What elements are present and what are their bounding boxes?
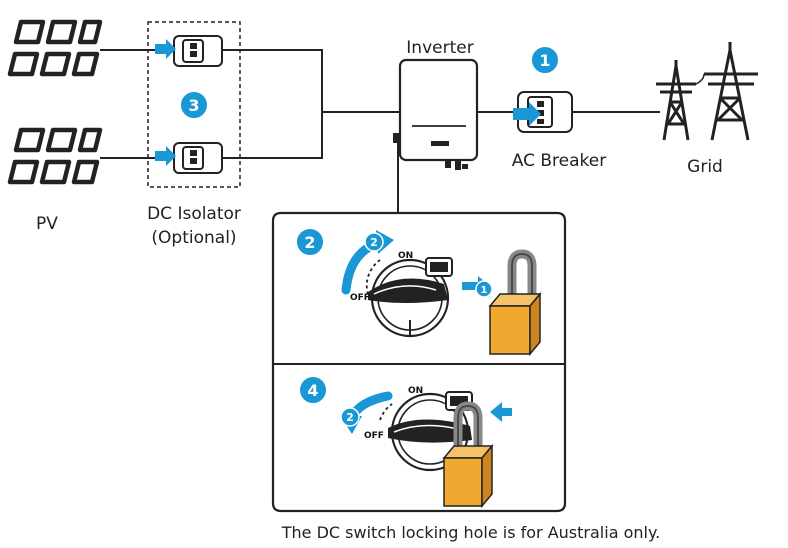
ac-breaker-label: AC Breaker <box>512 151 606 171</box>
padlock-icon <box>442 401 494 509</box>
svg-text:2: 2 <box>370 236 378 249</box>
svg-text:3: 3 <box>188 96 199 115</box>
breaker-icon <box>155 142 223 174</box>
inverter-unit <box>393 58 479 170</box>
svg-text:4: 4 <box>307 381 318 400</box>
step-badge-4: 4 <box>298 375 328 405</box>
solar-panel-icon <box>7 127 103 185</box>
insert-arrow-icon <box>490 402 512 422</box>
grid-label: Grid <box>687 157 723 177</box>
svg-text:2: 2 <box>346 411 354 424</box>
step-badge-2: 2 <box>295 227 325 257</box>
svg-text:1: 1 <box>539 51 550 70</box>
off-label: OFF <box>350 293 370 303</box>
svg-text:1: 1 <box>481 285 488 296</box>
padlock-icon <box>488 249 542 357</box>
on-label: ON <box>398 251 413 261</box>
dc-switch-knob <box>365 257 453 338</box>
svg-text:2: 2 <box>304 233 315 252</box>
footnote: The DC switch locking hole is for Austra… <box>281 523 660 542</box>
dc-isolator-box <box>147 21 241 188</box>
dc-isolator-label: DC Isolator <box>147 204 241 224</box>
rotate-arrow-icon: 2 <box>340 391 393 434</box>
wiring <box>100 49 660 213</box>
dc-isolator-note: (Optional) <box>151 228 236 248</box>
solar-panel-icon <box>7 19 103 77</box>
rotate-arrow-icon: 2 <box>341 230 394 295</box>
insert-arrow-icon: 1 <box>462 276 493 298</box>
step-badge-1: 1 <box>530 45 560 75</box>
inverter-label: Inverter <box>406 38 473 58</box>
pylon-icon <box>656 42 758 141</box>
dc-switch-knob <box>379 391 473 472</box>
pv-label: PV <box>36 214 58 234</box>
breaker-icon <box>513 91 573 133</box>
on-label: ON <box>408 386 423 396</box>
step-badge-3: 3 <box>179 90 209 120</box>
breaker-icon <box>155 35 223 67</box>
off-label: OFF <box>364 431 384 441</box>
